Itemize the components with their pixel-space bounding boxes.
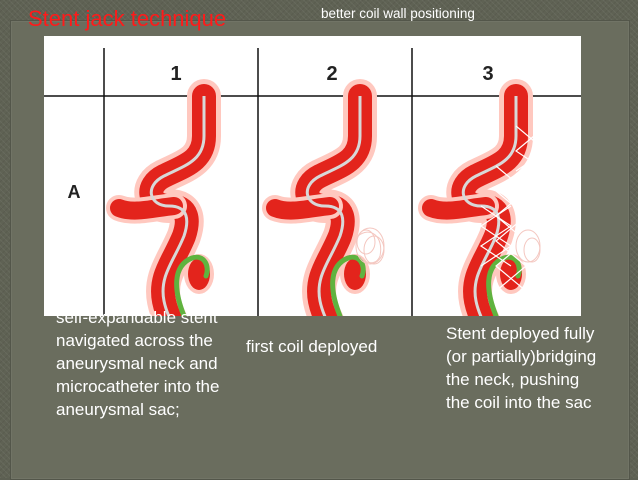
illustration-figure: A 1 2 3 [44, 36, 581, 316]
panel-number-1: 1 [170, 63, 181, 85]
caption-step-1: self-expandable stent navigated across t… [56, 308, 220, 419]
vessel-panel-1 [119, 96, 214, 316]
slide-subtitle: better coil wall positioning [321, 6, 475, 21]
panel-number-2: 2 [326, 63, 337, 85]
illustration-svg: A 1 2 3 [44, 48, 581, 316]
coil-mesh [515, 229, 541, 263]
microcatheter-line [330, 254, 366, 316]
slide-title: Stent jack technique [28, 6, 227, 31]
vessel-panel-2 [275, 96, 384, 316]
microcatheter-line [486, 254, 522, 316]
row-label: A [68, 182, 81, 202]
panel-number-3: 3 [482, 63, 493, 85]
caption-step-2: first coil deployed [246, 337, 378, 356]
microcatheter-line [174, 254, 210, 316]
caption-step-3: Stent deployed fully (or partially)bridg… [446, 324, 597, 412]
coil-mesh [355, 227, 385, 265]
vessel-panel-3 [431, 96, 548, 316]
stent-mesh [479, 125, 548, 292]
